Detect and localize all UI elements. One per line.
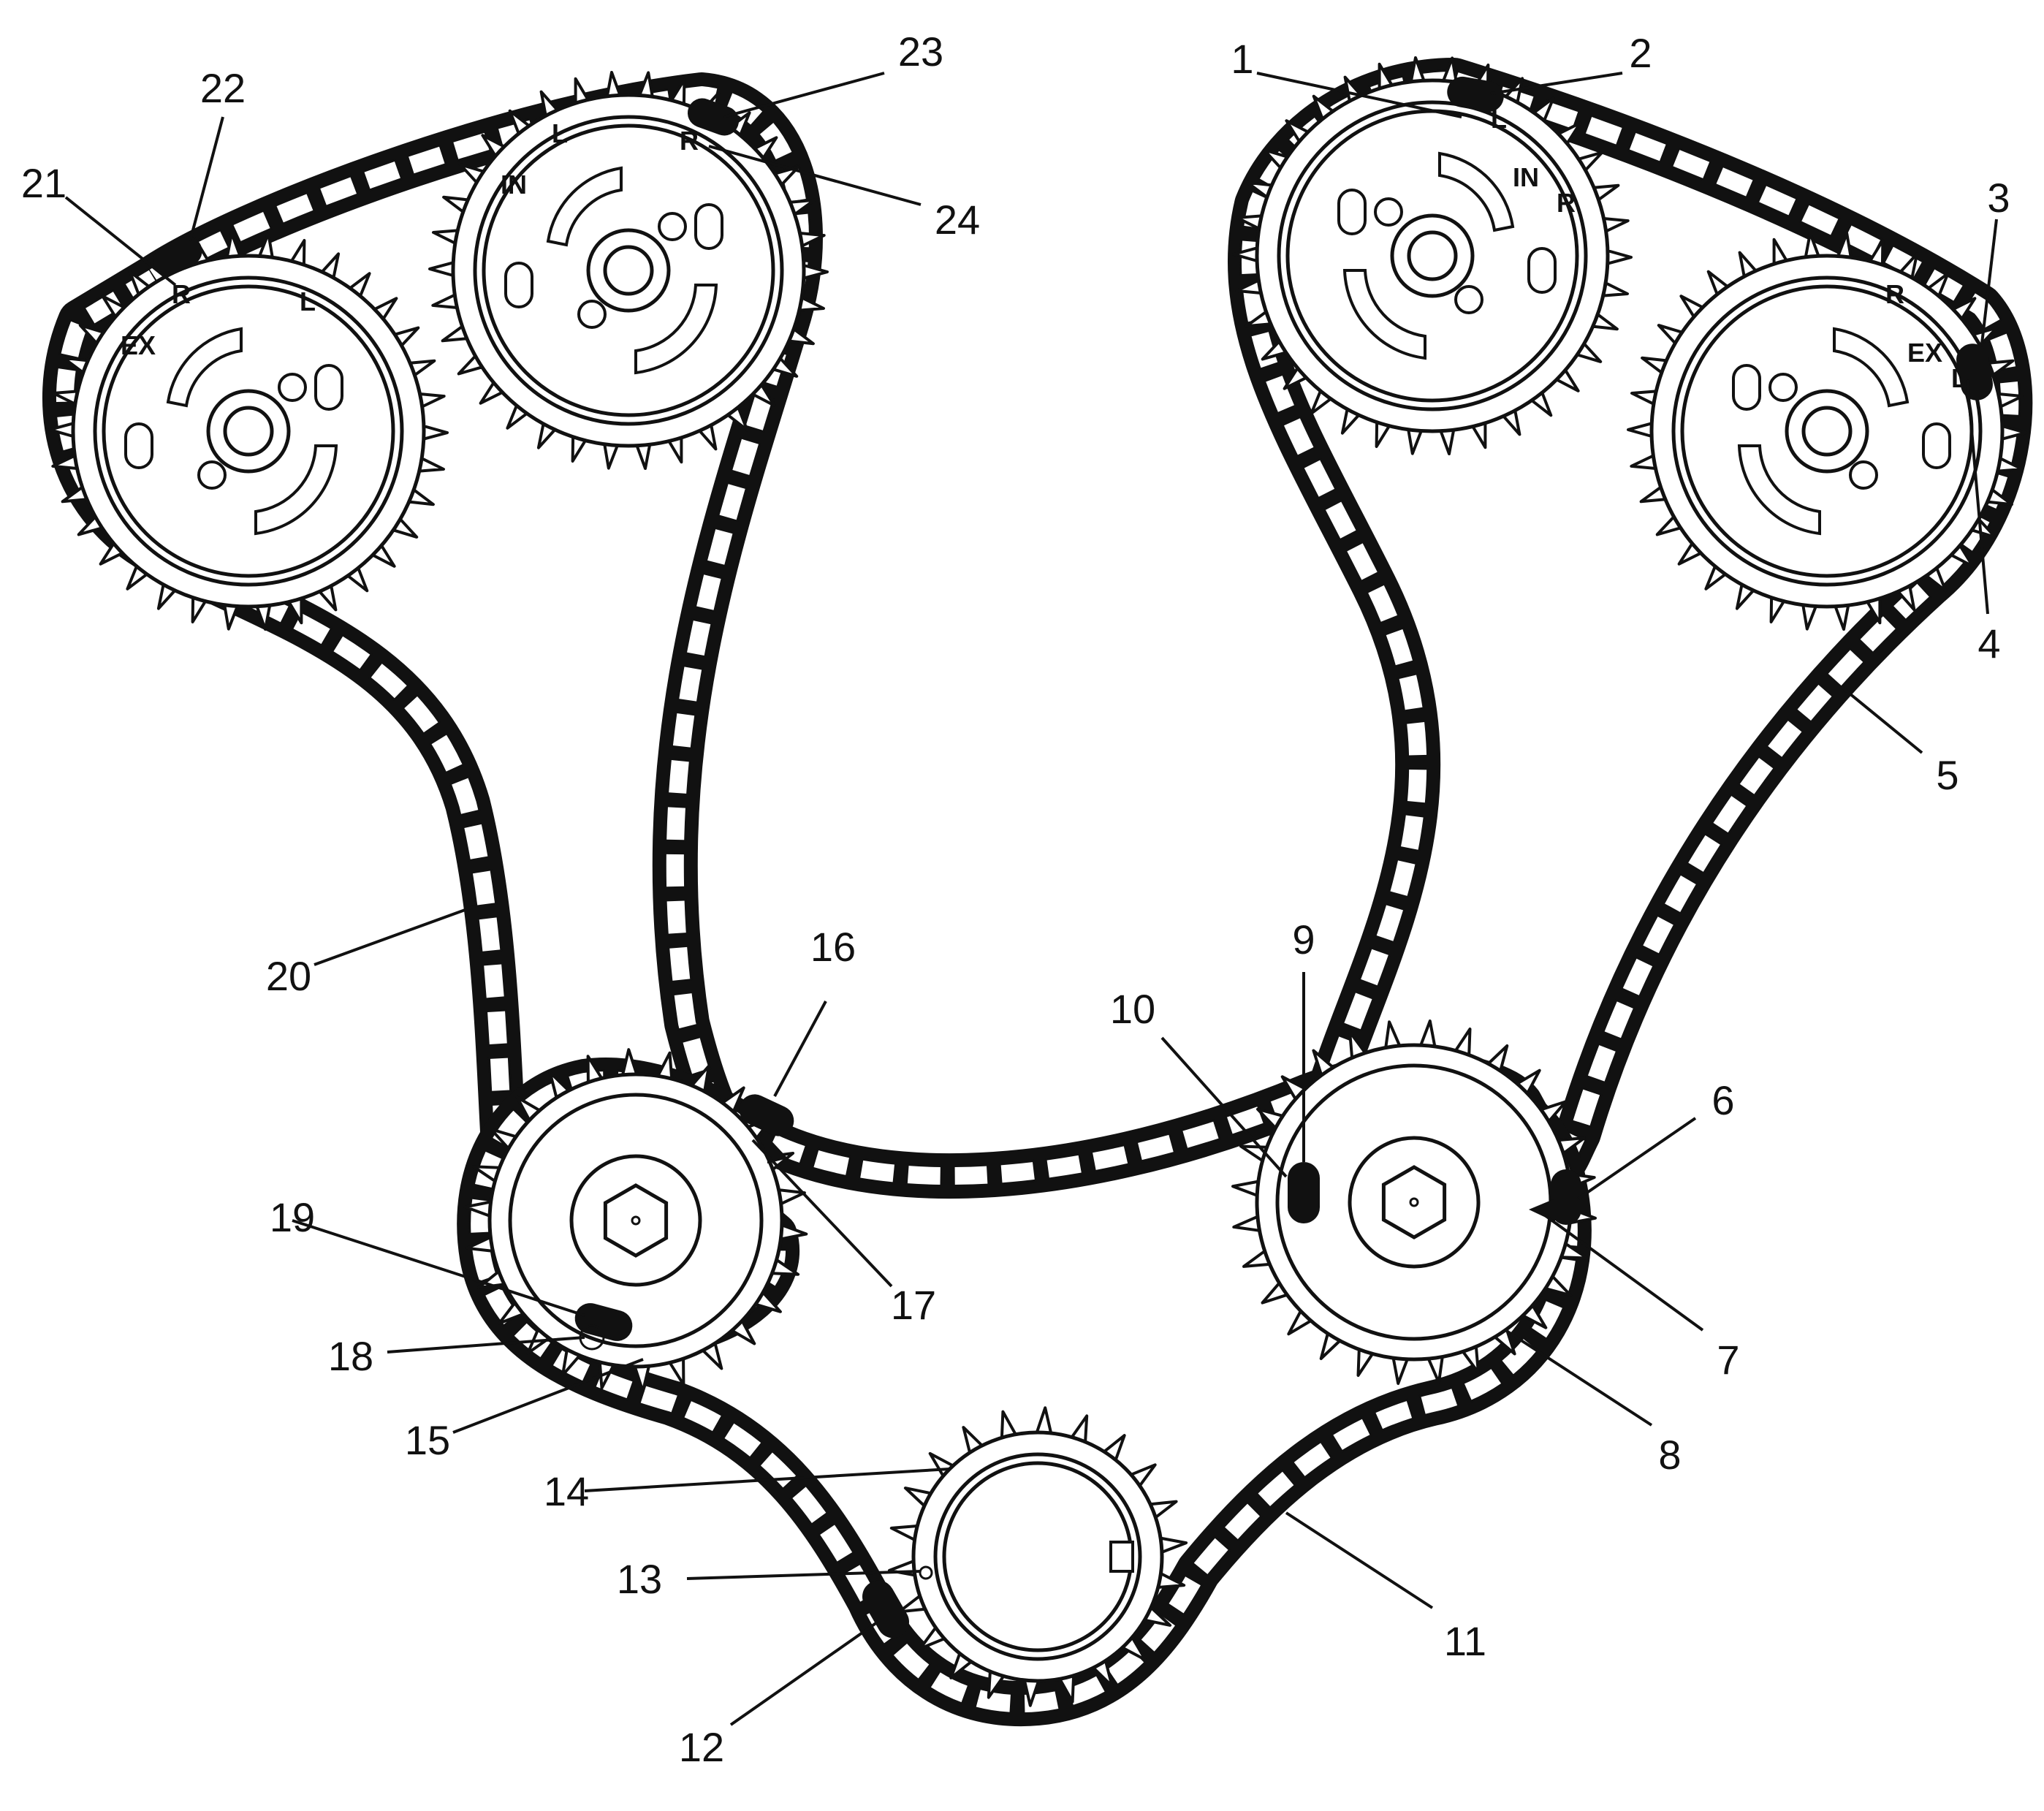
callout-14: 14 [544,1468,589,1514]
callout-1: 1 [1231,36,1253,82]
timing-markers [153,76,1993,1639]
callout-12: 12 [679,1724,724,1770]
right-intake-camshaft-sprocket: INL R [1232,56,1633,455]
leader-7 [1540,1212,1704,1332]
leader-24 [708,145,922,206]
right_exhaust-name-mark: EX [1907,338,1942,368]
callout-23: 23 [898,29,943,75]
leader-15 [452,1358,644,1434]
leader-18 [387,1336,585,1353]
leader-lines [64,72,1998,1726]
leader-6 [1577,1117,1697,1200]
marker-19 [574,1303,633,1341]
leader-1 [1256,72,1462,118]
callout-11: 11 [1444,1618,1486,1664]
left_exhaust-mark-b: L [300,286,316,316]
callout-6: 6 [1711,1077,1734,1123]
callout-2: 2 [1629,30,1652,76]
leader-19 [292,1219,585,1317]
timing-triangle-17 [767,1136,788,1163]
callout-labels: 1 2 3 4 5 6 7 8 9 10 11 12 13 14 15 16 1… [21,29,2010,1770]
marker-22 [153,236,202,276]
callout-10: 10 [1110,986,1155,1032]
leader-3 [1980,219,1998,344]
leader-22 [189,116,224,242]
leader-13 [686,1570,922,1580]
leader-16 [773,1001,827,1097]
marker-16 [739,1094,794,1136]
left_exhaust-name-mark: EX [121,330,156,360]
callout-8: 8 [1658,1432,1681,1478]
leader-14 [584,1468,951,1492]
marker-3 [1956,343,1993,400]
leader-20 [314,905,476,966]
leader-12 [729,1621,878,1726]
leader-8 [1504,1329,1653,1427]
callout-22: 22 [200,65,246,111]
leader-5 [1840,686,1923,754]
right-idler-sprocket [1231,1020,1597,1385]
leader-11 [1285,1511,1434,1609]
right_intake-mark-a: L [1491,104,1507,134]
callout-21: 21 [21,160,67,206]
callout-18: 18 [328,1333,373,1379]
marker-23 [687,98,740,136]
right_exhaust-mark-a: R [1885,279,1904,309]
timing-triangle-7 [1529,1199,1555,1222]
leader-17 [751,1139,893,1288]
left_intake-mark-a: L [552,118,568,148]
callout-5: 5 [1936,752,1958,798]
right_intake-mark-b: R [1557,188,1576,218]
callout-15: 15 [405,1417,450,1463]
marker-9 [1288,1162,1320,1223]
callout-3: 3 [1987,175,2010,221]
callout-16: 16 [810,924,856,970]
leader-2 [1490,72,1623,95]
left-intake-camshaft-sprocket: IN L R [428,71,829,470]
leader-10 [1160,1036,1288,1178]
left_intake-name-mark: IN [501,170,527,200]
callout-4: 4 [1977,620,2000,667]
marker-6 [1551,1169,1581,1225]
callout-7: 7 [1717,1337,1739,1383]
leader-21 [64,196,177,286]
callout-19: 19 [270,1194,315,1240]
callout-9: 9 [1292,916,1315,963]
right_intake-name-mark: IN [1513,162,1539,192]
callout-17: 17 [891,1282,936,1328]
callout-20: 20 [266,953,311,999]
marker-12 [862,1580,909,1639]
leader-23 [723,72,885,118]
leader-4 [1966,379,1989,615]
callout-24: 24 [935,197,980,243]
left_intake-mark-b: R [680,126,699,156]
crankshaft-sprocket [887,1406,1188,1707]
marker-2 [1447,76,1504,113]
callout-13: 13 [617,1556,662,1602]
